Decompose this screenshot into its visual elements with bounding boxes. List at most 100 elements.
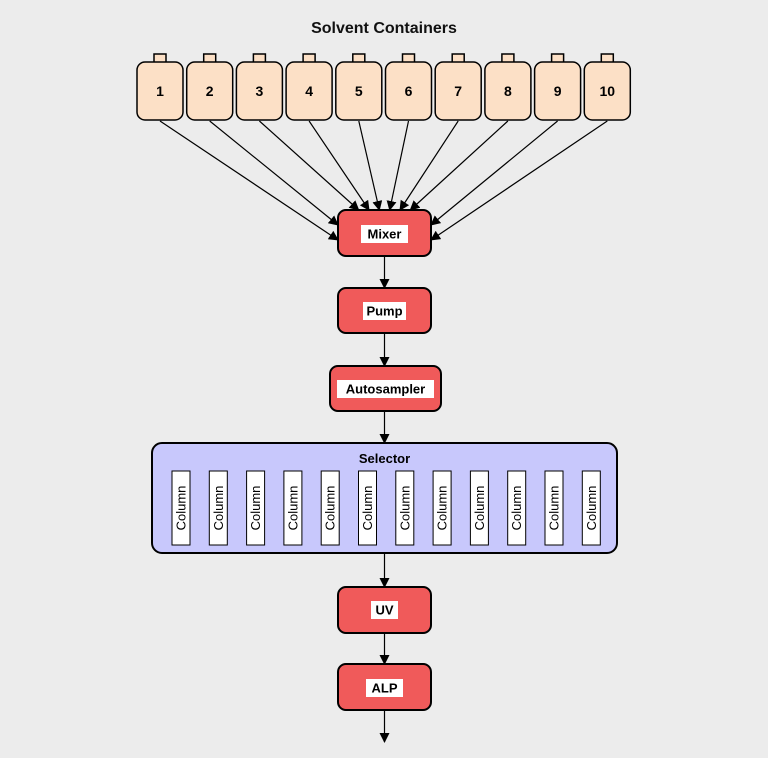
column-box — [544, 470, 564, 546]
selector-column: Column — [320, 470, 340, 546]
solvent-container: 5 — [335, 53, 383, 121]
solvent-container: 9 — [533, 53, 582, 121]
selector-column: Column — [171, 470, 191, 546]
column-box — [171, 470, 191, 546]
selector-box — [151, 442, 618, 554]
column-label: Column — [472, 486, 487, 531]
selector-column: Column — [283, 470, 303, 546]
container-label: 7 — [454, 83, 462, 99]
selector-column: Column — [246, 470, 266, 546]
container-body — [235, 61, 284, 121]
autosampler-label: Autosampler — [346, 382, 425, 397]
selector-column: Column — [358, 470, 377, 546]
container-label: 8 — [504, 83, 512, 99]
container-to-mixer-arrow — [409, 120, 509, 211]
container-to-mixer-arrow — [159, 120, 339, 241]
container-body — [185, 61, 234, 121]
container-to-mixer-arrow — [430, 120, 558, 226]
container-label: 3 — [256, 83, 264, 99]
column-label: Column — [509, 486, 524, 531]
container-label: 4 — [305, 83, 313, 99]
container-to-mixer-arrow — [258, 120, 360, 211]
selector-column: Column — [208, 470, 228, 546]
container-body — [136, 61, 184, 121]
selector-column: Column — [395, 470, 415, 546]
autosampler-unit: Autosampler — [329, 365, 442, 412]
mixer-unit: Mixer — [337, 209, 432, 257]
container-to-mixer-arrow — [430, 120, 608, 241]
alp-unit: ALP — [337, 663, 432, 711]
column-label: Column — [323, 486, 338, 531]
container-label: 1 — [156, 83, 164, 99]
column-box — [358, 470, 377, 546]
column-label: Column — [285, 486, 300, 531]
column-label: Column — [547, 486, 562, 531]
column-box — [395, 470, 415, 546]
column-box — [208, 470, 228, 546]
column-box — [507, 470, 527, 546]
column-label: Column — [435, 486, 450, 531]
container-label: 6 — [405, 83, 413, 99]
selector-label: Selector — [359, 451, 410, 466]
selector-column: Column — [544, 470, 564, 546]
column-box — [246, 470, 266, 546]
pump-label: Pump — [366, 304, 402, 319]
container-to-mixer-arrow — [358, 120, 383, 211]
pump-label-bg — [363, 302, 406, 320]
uv-label: UV — [375, 603, 393, 618]
solvent-container: 6 — [384, 53, 433, 121]
container-to-mixer-arrow — [308, 120, 370, 211]
mixer-label-bg — [361, 225, 408, 243]
container-body — [533, 61, 582, 121]
autosampler-label-bg — [337, 380, 434, 398]
selector-columns: Column Column Column Column Column Column Colu… — [171, 470, 601, 546]
column-box — [469, 470, 489, 546]
selector-column: Column — [469, 470, 489, 546]
container-label: 5 — [355, 83, 363, 99]
container-to-mixer-arrow — [386, 120, 410, 211]
solvent-container: 10 — [583, 53, 632, 121]
uv-unit: UV — [337, 586, 432, 634]
container-label: 2 — [206, 83, 214, 99]
column-label: Column — [584, 486, 599, 531]
column-label: Column — [397, 486, 412, 531]
solvent-container: 7 — [434, 53, 482, 121]
container-body — [384, 61, 433, 121]
container-body — [434, 61, 482, 121]
column-box — [581, 470, 601, 546]
column-label: Column — [174, 486, 189, 531]
column-box — [283, 470, 303, 546]
container-body — [583, 61, 632, 121]
container-label: 9 — [554, 83, 562, 99]
container-body — [335, 61, 383, 121]
solvent-container: 1 — [136, 53, 184, 121]
solvent-container: 3 — [235, 53, 284, 121]
selector-column: Column — [507, 470, 527, 546]
uv-label-bg — [371, 601, 398, 619]
diagram-title: Solvent Containers — [311, 20, 457, 37]
column-box — [432, 470, 452, 546]
column-label: Column — [211, 486, 226, 531]
container-to-mixer-arrow — [399, 120, 459, 211]
alp-label-bg — [366, 679, 403, 697]
solvent-container: 2 — [185, 53, 234, 121]
container-body — [484, 61, 532, 121]
container-body — [285, 61, 333, 121]
column-label: Column — [360, 486, 375, 531]
container-label: 10 — [600, 83, 616, 99]
pump-unit: Pump — [337, 287, 432, 334]
selector-column: Column — [581, 470, 601, 546]
solvent-containers: 1 2 3 4 5 6 7 8 9 10 — [136, 53, 632, 121]
selector-column: Column — [432, 470, 452, 546]
container-to-mixer-arrow — [209, 120, 339, 226]
mixer-label: Mixer — [368, 227, 402, 242]
alp-label: ALP — [372, 681, 398, 696]
column-box — [320, 470, 340, 546]
solvent-container: 4 — [285, 53, 333, 121]
solvent-container: 8 — [484, 53, 532, 121]
arrows-layer — [159, 120, 608, 743]
column-label: Column — [248, 486, 263, 531]
